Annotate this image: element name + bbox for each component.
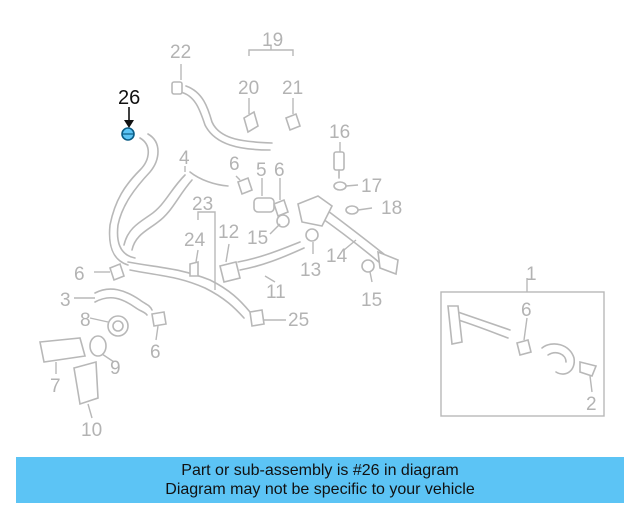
callout-24: 24: [184, 230, 206, 251]
callout-21: 21: [282, 78, 303, 99]
callout-3: 3: [60, 290, 71, 311]
callout-19: 19: [262, 30, 283, 51]
callout-23: 23: [192, 194, 213, 215]
callout-6d: 6: [150, 342, 161, 363]
callout-5: 5: [256, 160, 267, 181]
callout-labels: 22 19 20 21 26 16 4 6 5 6 17 23 18 12 24…: [50, 30, 597, 441]
callout-6b: 6: [274, 160, 285, 181]
callout-15b: 15: [361, 290, 382, 311]
callout-4: 4: [179, 148, 190, 169]
highlighted-part-26[interactable]: [121, 127, 135, 141]
callout-17: 17: [361, 176, 382, 197]
banner-line-1: Part or sub-assembly is #26 in diagram: [181, 462, 459, 479]
leader-lines: [55, 45, 593, 419]
banner-line-2: Diagram may not be specific to your vehi…: [165, 481, 475, 498]
callout-7: 7: [50, 376, 61, 397]
callout-18: 18: [381, 198, 402, 219]
callout-1: 1: [526, 264, 537, 285]
callout-12: 12: [218, 222, 239, 243]
inset-assembly: [440, 291, 605, 417]
callout-6c: 6: [74, 264, 85, 285]
callout-10: 10: [81, 420, 102, 441]
info-banner: Part or sub-assembly is #26 in diagram D…: [16, 457, 624, 503]
callout-25: 25: [288, 310, 309, 331]
callout-22: 22: [170, 42, 191, 63]
callout-20: 20: [238, 78, 259, 99]
callout-26[interactable]: 26: [118, 87, 140, 109]
callout-8: 8: [80, 310, 91, 331]
components: [39, 81, 532, 406]
callout-11: 11: [266, 282, 286, 303]
parts-diagram: 22 19 20 21 26 16 4 6 5 6 17 23 18 12 24…: [39, 30, 605, 441]
callout-6e: 6: [521, 300, 532, 321]
callout-15a: 15: [247, 228, 268, 249]
callout-16: 16: [329, 122, 350, 143]
callout-2: 2: [586, 394, 597, 415]
callout-6a: 6: [229, 154, 240, 175]
callout-9: 9: [110, 358, 121, 379]
callout-14: 14: [326, 246, 348, 267]
callout-13: 13: [300, 260, 321, 281]
